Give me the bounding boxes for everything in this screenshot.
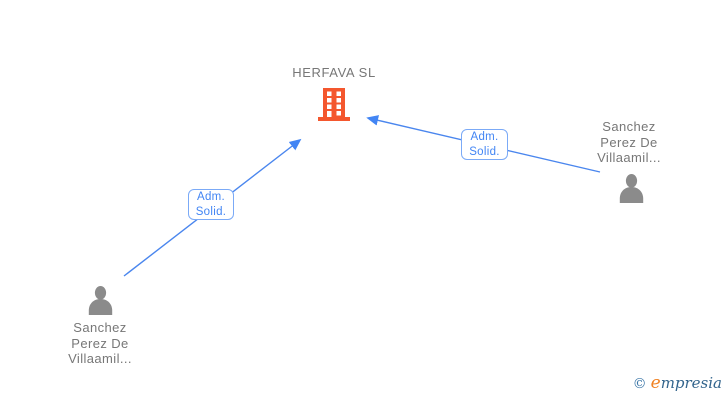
building-icon — [317, 88, 351, 125]
edge-label-adm-solid-1: Adm. Solid. — [188, 189, 234, 220]
person-icon — [616, 174, 647, 207]
person-icon — [85, 286, 116, 319]
company-node[interactable] — [317, 88, 351, 121]
company-name-label: HERFAVA SL — [292, 65, 376, 80]
brand-initial: e — [650, 373, 661, 393]
edge-label-adm-solid-2: Adm. Solid. — [461, 129, 508, 160]
brand-name: mpresia — [660, 374, 722, 392]
empresia-logo[interactable]: ©empresia — [633, 373, 722, 393]
person-node-2[interactable] — [616, 174, 647, 203]
person-node-1[interactable] — [85, 286, 116, 315]
person-name-label-2: Sanchez Perez De Villaamil... — [597, 119, 661, 165]
person-name-label-1: Sanchez Perez De Villaamil... — [68, 320, 132, 366]
copyright-icon: © — [632, 376, 647, 392]
